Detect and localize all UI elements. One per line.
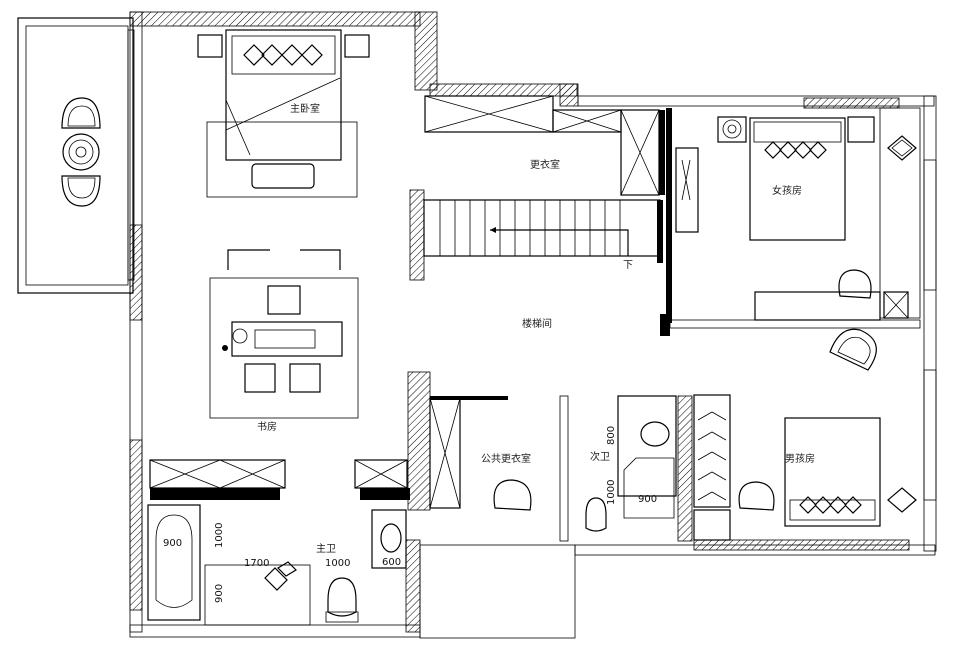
balcony-table-icon xyxy=(62,133,100,171)
room-label-master-bath: 主卫 xyxy=(316,543,336,555)
closet-cabinets xyxy=(424,95,665,196)
master-basin-icon xyxy=(371,509,407,569)
room-label-guest-wc: 次卫 xyxy=(590,450,610,463)
dim-guest-shower-width: 900 xyxy=(638,494,657,505)
master-rug xyxy=(206,121,358,198)
dim-shower-width: 1700 xyxy=(244,558,269,569)
dim-tub-length: 1000 xyxy=(214,523,225,548)
dim-guest-shower-depth: 1000 xyxy=(606,480,617,505)
girls-room-plant-icon xyxy=(675,147,699,233)
master-bench xyxy=(251,163,315,189)
dim-tub-width: 900 xyxy=(163,538,182,549)
master-toilet-icon xyxy=(325,577,359,623)
room-label-stairwell: 楼梯间 xyxy=(522,317,552,330)
boys-side-chair-icon xyxy=(887,487,917,513)
room-label-public-closet: 公共更衣室 xyxy=(481,452,531,465)
room-label-walk-in-closet: 更衣室 xyxy=(530,158,560,171)
boys-bed-icon xyxy=(784,417,881,527)
room-label-boys-room: 男孩房 xyxy=(785,452,815,465)
boys-wardrobe xyxy=(693,394,731,541)
stair-direction-label: 下 xyxy=(623,260,633,271)
master-bed-icon xyxy=(197,29,370,161)
girls-desk xyxy=(754,269,909,321)
dim-guest-basin-depth: 800 xyxy=(606,426,617,445)
boys-desk-chair-icon xyxy=(738,481,775,511)
shower-area xyxy=(204,561,311,626)
dim-wc-width: 1000 xyxy=(325,558,350,569)
bathtub-icon xyxy=(147,504,201,621)
balcony-chair-bottom-icon xyxy=(61,175,101,207)
girls-bed-icon xyxy=(717,116,875,241)
study-furniture xyxy=(209,249,359,419)
guest-wc-fixtures xyxy=(585,395,693,542)
exterior-walls xyxy=(129,11,937,639)
room-label-master-bedroom: 主卧室 xyxy=(290,102,320,115)
balcony-chair-top-icon xyxy=(61,97,101,129)
public-closet-cabinets xyxy=(407,371,569,542)
boys-armchair-icon xyxy=(829,328,877,371)
dim-basin-width: 600 xyxy=(382,557,401,568)
girls-armchair-icon xyxy=(887,135,917,161)
room-label-study: 书房 xyxy=(257,420,277,433)
study-cabinets xyxy=(149,459,410,500)
staircase-icon xyxy=(409,189,663,281)
room-label-girls-room: 女孩房 xyxy=(772,184,802,197)
balcony xyxy=(17,17,135,294)
dim-shower-depth: 900 xyxy=(214,584,225,603)
